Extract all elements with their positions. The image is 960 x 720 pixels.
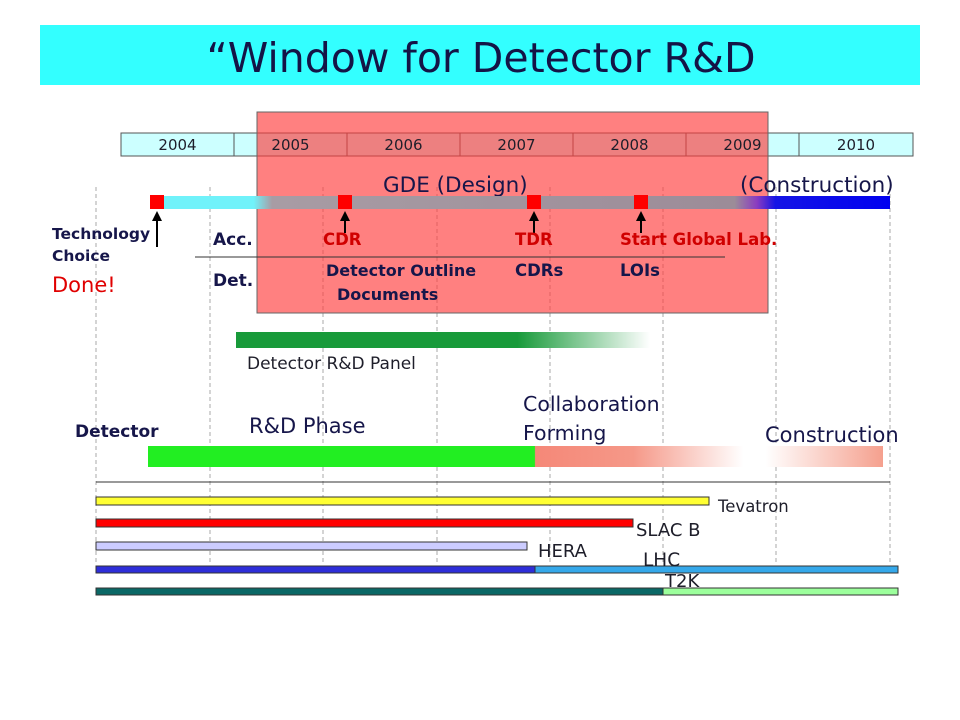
experiment-label-slac-b: SLAC B (636, 520, 701, 541)
rd-phase-label: R&D Phase (249, 414, 366, 438)
year-label: 2004 (158, 136, 196, 154)
collaboration-label-line1: Collaboration (523, 392, 660, 416)
experiment-bar-hera (95, 541, 528, 551)
experiment-bar-slac-b (95, 518, 634, 528)
arrow-up-icon (340, 211, 350, 233)
milestone-marker (338, 195, 352, 209)
year-labels: 2004 2005 2006 2007 2008 2009 2010 (158, 136, 875, 154)
detector-row-label: Detector (75, 422, 159, 442)
acc-milestone-cdr: CDR (323, 230, 362, 249)
acc-row-label: Acc. (213, 230, 253, 250)
detector-rd-panel: Detector R&D Panel (236, 332, 650, 374)
year-label: 2005 (271, 136, 309, 154)
milestone-markers (150, 195, 648, 209)
collaboration-label-line2: Forming (523, 421, 606, 445)
year-label: 2007 (497, 136, 535, 154)
phase-construction-label: (Construction) (740, 173, 894, 198)
experiment-label-t2k: T2K (664, 571, 700, 592)
technology-choice: Technology Choice Done! (52, 225, 150, 297)
year-label: 2008 (610, 136, 648, 154)
technology-choice-status: Done! (52, 273, 116, 297)
milestone-marker (527, 195, 541, 209)
technology-choice-line2: Choice (52, 247, 110, 265)
detector-rd-panel-label: Detector R&D Panel (247, 354, 416, 374)
det-milestone-cdrs: CDRs (515, 261, 564, 280)
slide-title: “Window for Detector R&D (206, 34, 755, 82)
arrow-up-icon (636, 211, 646, 233)
det-milestone-lois: LOIs (620, 261, 660, 280)
det-milestone-outline-line1: Detector Outline (326, 261, 476, 280)
acc-milestone-start-global-lab: Start Global Lab. (620, 230, 777, 249)
experiment-bar-tevatron (95, 496, 710, 506)
milestone-rows: Acc. Det. CDR TDR Start Global Lab. Dete… (195, 230, 777, 304)
experiment-bar-lhc-segment-1 (95, 565, 536, 574)
phase-design-label: GDE (Design) (383, 173, 528, 198)
experiment-bar-t2k-segment-1 (95, 587, 664, 596)
detector-phase-bar (148, 446, 883, 467)
title-banner-background (40, 25, 920, 85)
year-box (798, 132, 914, 157)
experiment-label-tevatron: Tevatron (717, 497, 789, 516)
milestone-marker (150, 195, 164, 209)
year-label: 2009 (723, 136, 761, 154)
year-label: 2010 (837, 136, 875, 154)
construction-label: Construction (765, 423, 899, 447)
acc-milestone-tdr: TDR (515, 230, 553, 249)
experiment-label-hera: HERA (538, 541, 588, 562)
year-label: 2006 (384, 136, 422, 154)
detector-phases: Collaboration Forming R&D Phase Detector… (75, 392, 899, 467)
technology-choice-line1: Technology (52, 225, 150, 243)
detector-rd-window-overlay (256, 111, 769, 314)
experiments: Tevatron SLAC B HERA LHC T2K (95, 496, 899, 596)
accelerator-timeline-bar (150, 196, 890, 209)
detector-rd-panel-bar (236, 332, 650, 348)
arrow-up-icon (152, 211, 162, 247)
milestone-arrows (152, 211, 646, 247)
det-milestone-outline-line2: Documents (337, 285, 438, 304)
experiment-bar-lhc-segment-2 (534, 565, 899, 574)
title-banner: “Window for Detector R&D (40, 25, 920, 85)
experiment-bar-t2k-segment-2 (662, 587, 899, 596)
arrow-up-icon (529, 211, 539, 233)
milestone-marker (634, 195, 648, 209)
experiment-label-lhc: LHC (643, 550, 680, 571)
det-row-label: Det. (213, 271, 253, 291)
